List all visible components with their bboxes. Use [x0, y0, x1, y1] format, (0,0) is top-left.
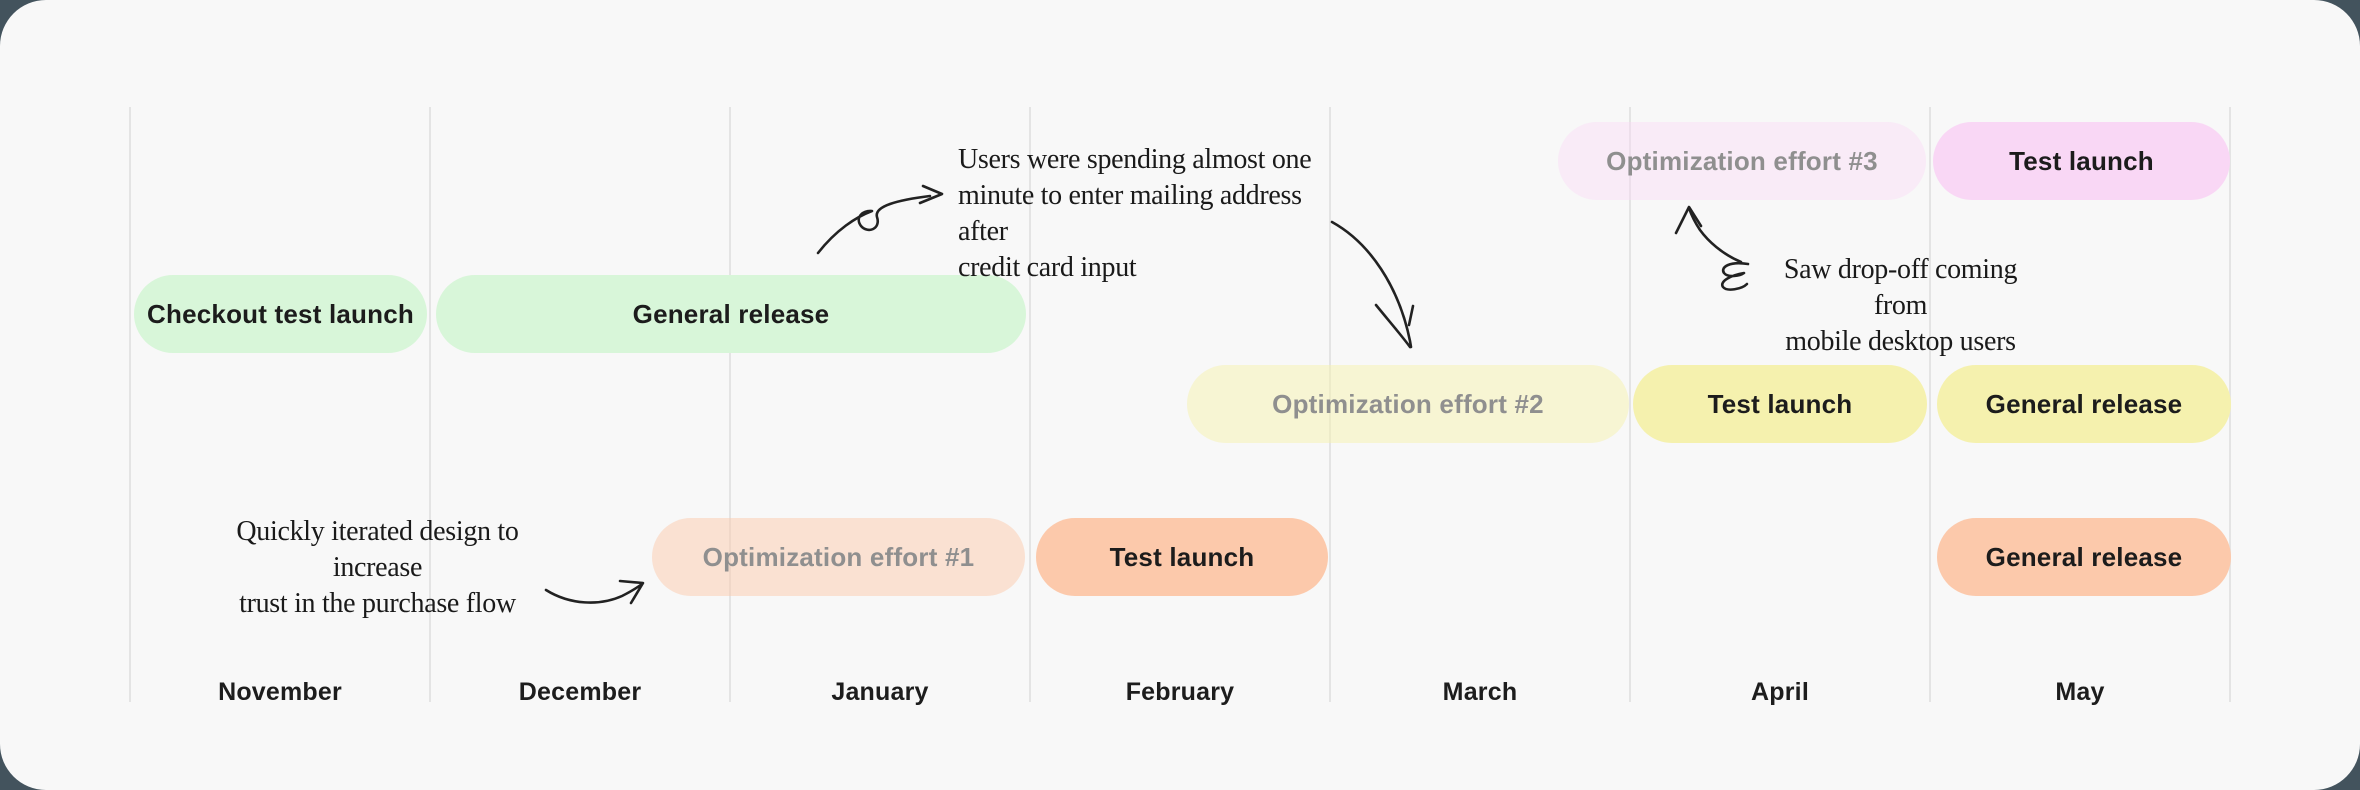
month-label-april: April	[1751, 678, 1809, 706]
annotation-mailing-address: Users were spending almost one minute to…	[958, 142, 1338, 286]
annotation-line: Users were spending almost one	[958, 144, 1312, 175]
annotation-line: trust in the purchase flow	[239, 588, 516, 619]
timeline-item-general-release-yellow[interactable]: General release	[1937, 365, 2231, 443]
month-label-may: May	[2055, 678, 2105, 706]
timeline-item-test-launch-pink[interactable]: Test launch	[1933, 122, 2230, 200]
annotation-iterated-design: Quickly iterated design to increase trus…	[205, 514, 550, 622]
month-label-march: March	[1442, 678, 1518, 706]
month-label-february: February	[1125, 678, 1235, 706]
month-gridline	[129, 107, 131, 702]
month-gridline	[1629, 107, 1631, 702]
annotation-line: mobile desktop users	[1785, 326, 2016, 357]
month-gridline	[1929, 107, 1931, 702]
month-gridline	[1029, 107, 1031, 702]
annotation-line: minute to enter mailing address after	[958, 180, 1302, 247]
timeline-item-checkout-test-launch[interactable]: Checkout test launch	[134, 275, 427, 353]
annotation-line: Saw drop-off coming from	[1783, 254, 2018, 321]
timeline-item-optimization-effort-1[interactable]: Optimization effort #1	[652, 518, 1025, 596]
annotation-line: credit card input	[958, 252, 1137, 283]
month-gridline	[429, 107, 431, 702]
month-label-december: December	[518, 678, 642, 706]
timeline-item-general-release-green[interactable]: General release	[436, 275, 1026, 353]
timeline-item-optimization-effort-2[interactable]: Optimization effort #2	[1187, 365, 1629, 443]
annotation-line: Quickly iterated design to increase	[236, 516, 519, 583]
month-label-november: November	[218, 678, 342, 706]
month-label-january: January	[831, 678, 929, 706]
annotation-drop-off: Saw drop-off coming from mobile desktop …	[1758, 252, 2043, 360]
timeline-item-optimization-effort-3[interactable]: Optimization effort #3	[1558, 122, 1926, 200]
timeline-item-test-launch-peach[interactable]: Test launch	[1036, 518, 1328, 596]
timeline-item-general-release-peach[interactable]: General release	[1937, 518, 2231, 596]
timeline-item-test-launch-yellow[interactable]: Test launch	[1633, 365, 1927, 443]
month-gridline	[729, 107, 731, 702]
